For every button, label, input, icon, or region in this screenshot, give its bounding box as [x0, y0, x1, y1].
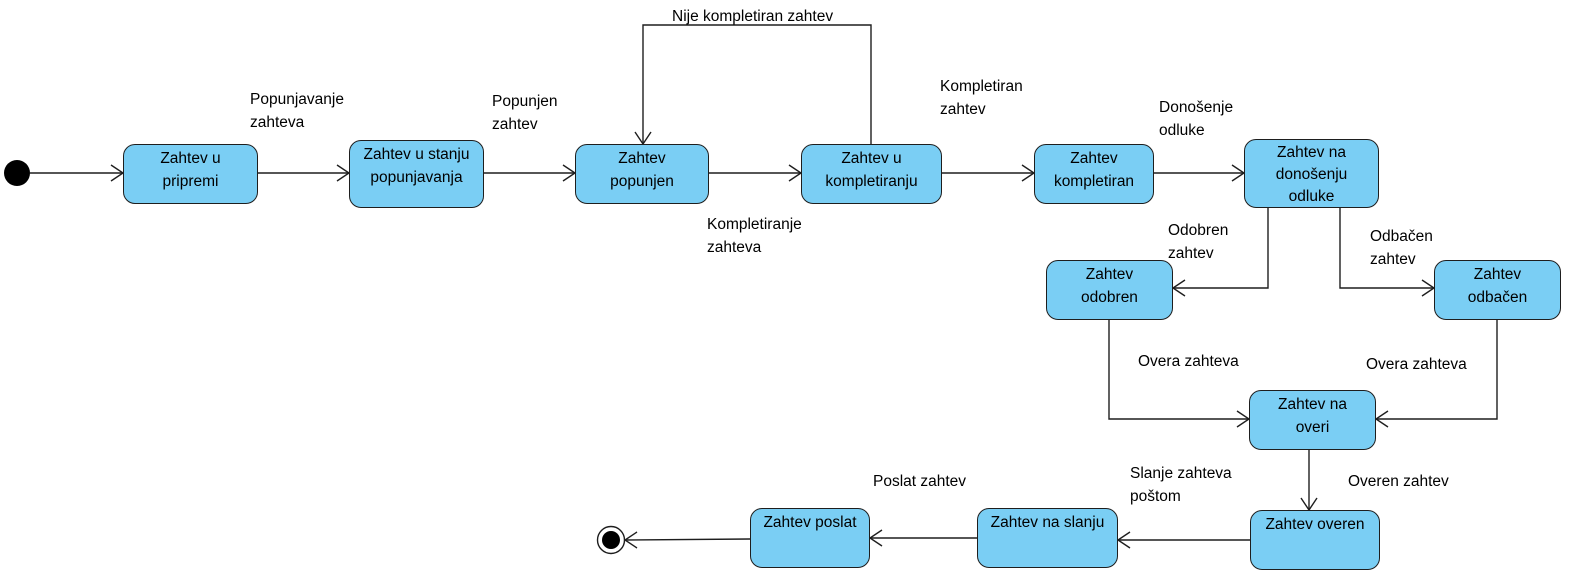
state-zahtev-na-donosenju-odluke: Zahtev na donošenju odluke [1244, 139, 1379, 208]
label-overa-zahteva-left: Overa zahteva [1138, 353, 1239, 370]
state-zahtev-odobren: Zahtev odobren [1046, 260, 1173, 320]
label-donosenje-odluke: Donošenje odluke [1159, 99, 1234, 139]
arrow-initial-to-pripremi [30, 164, 125, 182]
arrow-popunjen-to-kompletiranju [709, 164, 803, 182]
arrow-odluke-to-odobren [1171, 208, 1269, 297]
arrow-pripremi-to-popunjavanja [258, 164, 351, 182]
state-zahtev-popunjen: Zahtev popunjen [575, 144, 709, 204]
state-zahtev-odbacen: Zahtev odbačen [1434, 260, 1561, 320]
label-popunjen-zahtev: Popunjen zahtev [492, 93, 558, 133]
state-zahtev-u-stanju-popunjavanja: Zahtev u stanju popunjavanja [349, 140, 484, 208]
arrow-kompletiran-to-odluke [1154, 164, 1246, 182]
label-overa-zahteva-right: Overa zahteva [1366, 356, 1467, 373]
state-zahtev-u-pripremi: Zahtev u pripremi [123, 144, 258, 204]
state-zahtev-na-overi: Zahtev na overi [1249, 390, 1376, 450]
label-slanje-zahteva-postom: Slanje zahteva poštom [1130, 465, 1232, 505]
label-kompletiranje-zahteva: Kompletiranje zahteva [707, 216, 802, 256]
state-zahtev-overen: Zahtev overen [1250, 510, 1380, 570]
state-zahtev-u-kompletiranju: Zahtev u kompletiranju [801, 144, 942, 204]
arrow-poslat-to-final [623, 531, 751, 549]
arrow-slanju-to-poslat [868, 529, 977, 547]
state-zahtev-kompletiran: Zahtev kompletiran [1034, 144, 1154, 204]
arrow-popunjavanja-to-popunjen [484, 164, 577, 182]
label-nije-kompletiran-zahtev: Nije kompletiran zahtev [672, 8, 834, 25]
label-overen-zahtev: Overen zahtev [1348, 473, 1449, 490]
label-odobren-zahtev: Odobren zahtev [1168, 222, 1229, 262]
state-zahtev-na-slanju: Zahtev na slanju [977, 508, 1118, 568]
arrow-overi-to-overen [1300, 450, 1318, 512]
arrow-kompletiranju-to-kompletiran [942, 164, 1036, 182]
arrow-kompletiranju-loop-to-popunjen [634, 24, 872, 146]
label-kompletiran-zahtev: Kompletiran zahtev [940, 78, 1023, 118]
arrow-overen-to-slanju [1116, 531, 1250, 549]
label-popunjavanje-zahteva: Popunjavanje zahteva [250, 91, 344, 131]
arrow-odbacen-to-overi [1374, 320, 1498, 428]
final-node [596, 525, 626, 555]
label-poslat-zahtev: Poslat zahtev [873, 473, 967, 490]
label-odbacen-zahtev: Odbačen zahtev [1370, 228, 1433, 268]
initial-node [4, 160, 30, 186]
state-zahtev-poslat: Zahtev poslat [750, 508, 870, 568]
arrow-odobren-to-overi [1108, 320, 1251, 428]
